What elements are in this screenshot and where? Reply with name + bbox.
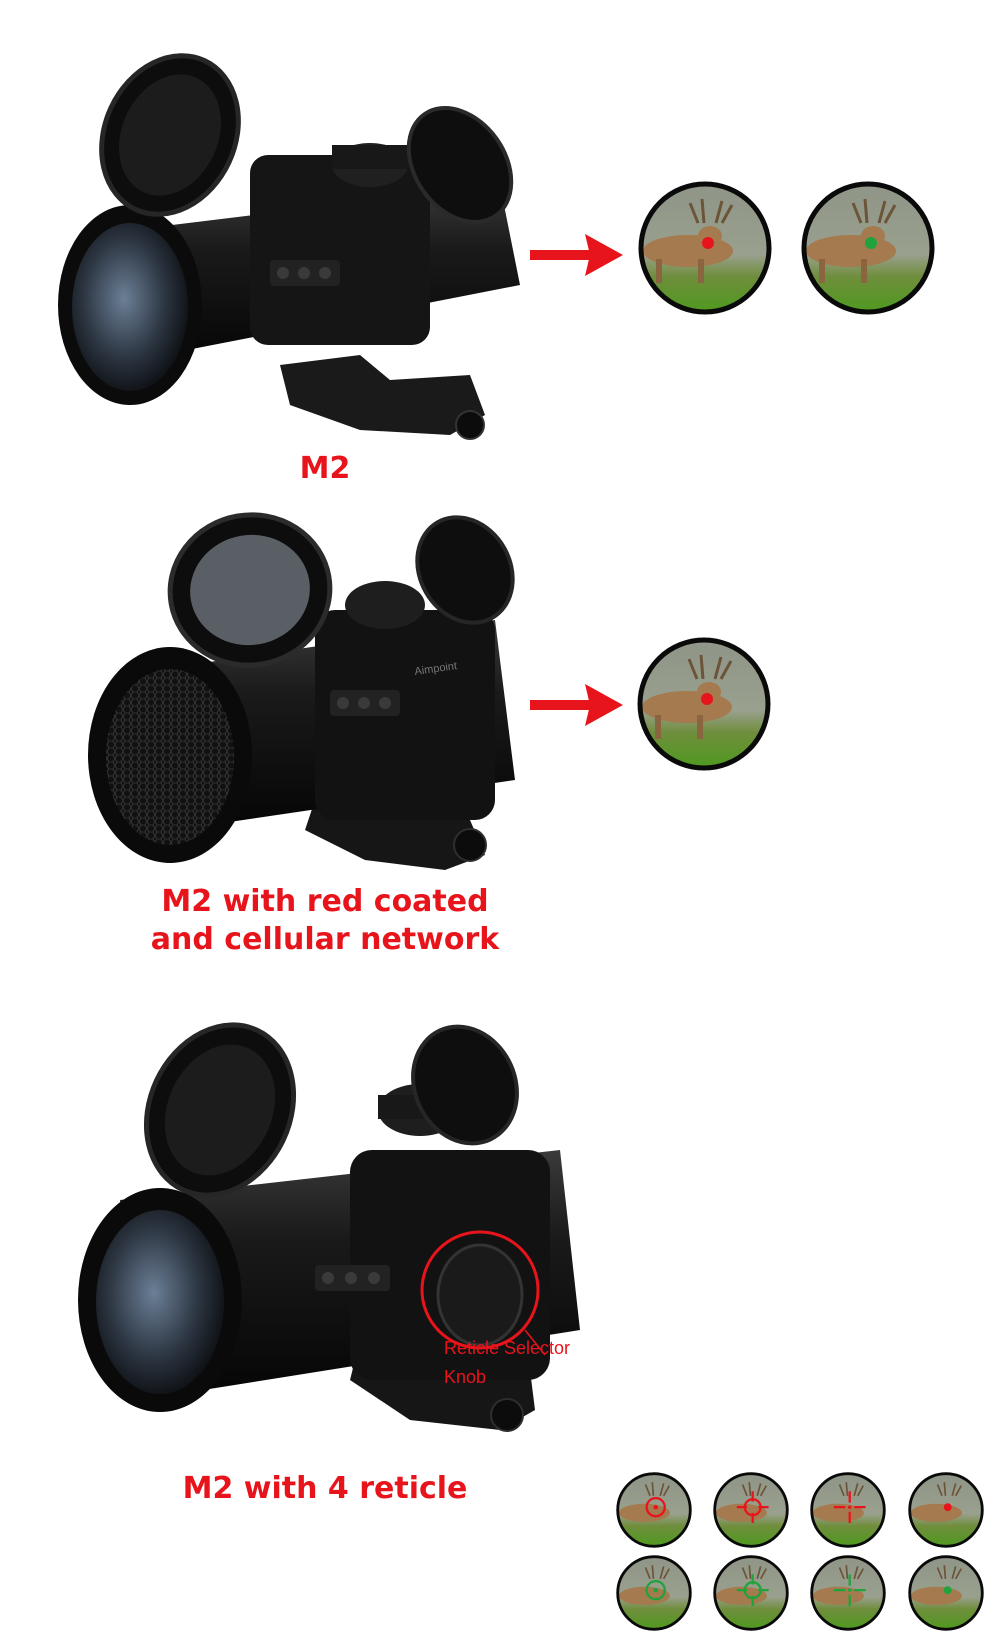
reticle-view-red-dot	[908, 1472, 984, 1548]
reticle-view-red-crosshair-open	[810, 1472, 886, 1548]
m2-scope-image	[58, 53, 520, 440]
section-m2-red-coated: Aimpoint M2 with red coated and cellular…	[0, 500, 1000, 970]
reticle-view-green-circle-dot	[616, 1555, 692, 1631]
m2-4-reticle-scope-image	[78, 1022, 580, 1432]
knob-highlight-circle	[420, 1230, 540, 1350]
arrow-right-icon	[530, 234, 623, 276]
m2-red-coated-scope-image: Aimpoint	[88, 512, 515, 870]
reticle-view-red-circle-dot	[616, 1472, 692, 1548]
reticle-view-red-dot	[637, 637, 771, 771]
reticle-view-red-crosshair-circle	[713, 1472, 789, 1548]
reticle-view-green-crosshair-open	[810, 1555, 886, 1631]
reticle-view-red-dot	[638, 181, 772, 315]
section-m2-4-reticle: Reticle Selector Knob	[0, 970, 1000, 1631]
reticle-view-green-crosshair-circle	[713, 1555, 789, 1631]
reticle-view-green-dot	[801, 181, 935, 315]
caption-m2: M2	[299, 451, 351, 486]
reticle-selector-knob-label: Reticle Selector Knob	[444, 1338, 571, 1387]
arrow-right-icon	[530, 684, 623, 726]
brand-engraving-icon: Aimpoint	[414, 660, 458, 678]
caption-m2-red-coated: M2 with red coated and cellular network	[150, 884, 500, 957]
section-m2: M2	[0, 0, 1000, 500]
caption-m2-4-reticle: M2 with 4 reticle	[182, 1471, 468, 1506]
reticle-view-green-dot	[908, 1555, 984, 1631]
